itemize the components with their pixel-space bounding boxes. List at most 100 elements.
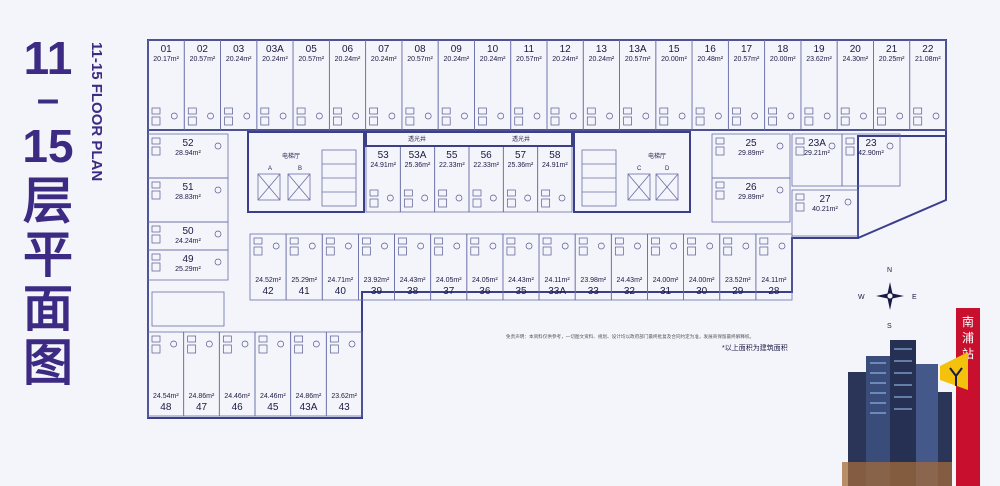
title-dash: – (37, 77, 59, 121)
unit-number: 28 (768, 286, 780, 297)
unit-number: 16 (705, 44, 717, 55)
unit-number: 18 (777, 44, 789, 55)
disclaimer-text: 免责声明：本资料仅供参考，一切图文资料、规划、设计均以政府部门最终批复及合同约定… (506, 333, 754, 340)
unit-28: 28 24.11m² (755, 233, 793, 301)
elevator-b (287, 173, 311, 201)
compass-south: S (887, 323, 892, 330)
unit-area: 20.00m² (770, 56, 796, 63)
unit-number: 33A (548, 286, 566, 297)
unit-number: 30 (696, 286, 708, 297)
unit-number: 22 (922, 44, 934, 55)
unit-number: 56 (481, 150, 493, 161)
unit-area: 24.43m² (508, 277, 534, 284)
compass-east: E (912, 294, 917, 301)
unit-area: 23.52m² (725, 277, 751, 284)
unit-area: 24.91m² (542, 162, 568, 169)
unit-area: 25.29m² (175, 266, 201, 273)
unit-number: 53 (378, 150, 390, 161)
compass: N S E W (858, 267, 917, 330)
unit-area: 24.46m² (224, 393, 250, 400)
unit-number: 03 (233, 44, 245, 55)
unit-area: 28.94m² (175, 150, 201, 157)
unit-number: 46 (232, 402, 244, 413)
elevator-d-label: D (665, 166, 670, 172)
unit-area: 23.62m² (806, 56, 832, 63)
unit-area: 20.24m² (226, 56, 252, 63)
unit-area: 20.24m² (552, 56, 578, 63)
unit-area: 20.57m² (298, 56, 324, 63)
unit-area: 23.62m² (331, 393, 357, 400)
unit-area: 20.24m² (335, 56, 361, 63)
unit-area: 20.57m² (625, 56, 651, 63)
unit-area: 24.05m² (472, 277, 498, 284)
unit-number: 01 (161, 44, 173, 55)
unit-number: 31 (660, 286, 672, 297)
station-char-2: 浦 (962, 331, 974, 345)
unit-number: 03A (266, 44, 284, 55)
unit-number: 29 (732, 286, 744, 297)
unit-area: 42.90m² (858, 150, 884, 157)
right-units: 2529.89m²2629.89m²23A29.21m²2342.90m²274… (711, 133, 901, 237)
unit-number: 11 (524, 44, 535, 55)
unit-area: 29.89m² (738, 194, 764, 201)
middle-row-units: 4224.52m²4125.29m²4024.71m²3923.92m²3824… (249, 233, 793, 301)
unit-number: 41 (299, 286, 311, 297)
unit-number: 19 (813, 44, 825, 55)
unit-30: 30 24.00m² (683, 233, 721, 301)
unit-area: 22.33m² (439, 162, 465, 169)
unit-number: 15 (668, 44, 680, 55)
unit-number: 50 (182, 226, 194, 237)
title-block: 11 – 15 层 平 面 图 11-15 FLOOR PLAN (22, 32, 105, 391)
unit-number: 49 (182, 254, 194, 265)
unit-area: 24.24m² (175, 238, 201, 245)
unit-area: 40.21m² (812, 206, 838, 213)
unit-area: 20.24m² (589, 56, 615, 63)
unit-number: 27 (819, 194, 831, 205)
unit-area: 24.91m² (370, 162, 396, 169)
unit-number: 53A (409, 150, 427, 161)
unit-area: 20.57m² (407, 56, 433, 63)
unit-number: 48 (160, 402, 172, 413)
unit-area: 20.24m² (480, 56, 506, 63)
unit-area: 21.08m² (915, 56, 941, 63)
unit-number: 08 (414, 44, 426, 55)
unit-area: 20.25m² (879, 56, 905, 63)
unit-area: 24.71m² (327, 277, 353, 284)
unit-area: 24.46m² (260, 393, 286, 400)
unit-number: 43 (339, 402, 351, 413)
top-row-units: 0120.17m²0220.57m²0320.24m²03A20.24m²052… (147, 39, 947, 131)
elevator-b-label: B (298, 166, 302, 172)
unit-area: 24.43m² (617, 277, 643, 284)
unit-area: 28.83m² (175, 194, 201, 201)
unit-area: 20.57m² (516, 56, 542, 63)
unit-area: 24.00m² (689, 277, 715, 284)
unit-area: 24.86m² (296, 393, 322, 400)
title-vertical-english: 11-15 FLOOR PLAN (88, 42, 105, 181)
unit-number: 12 (560, 44, 572, 55)
unit-29: 29 23.52m² (719, 233, 757, 301)
unit-area: 23.92m² (364, 277, 390, 284)
unit-area: 25.36m² (508, 162, 534, 169)
unit-number: 23 (865, 138, 877, 149)
unit-area: 24.11m² (761, 277, 787, 284)
